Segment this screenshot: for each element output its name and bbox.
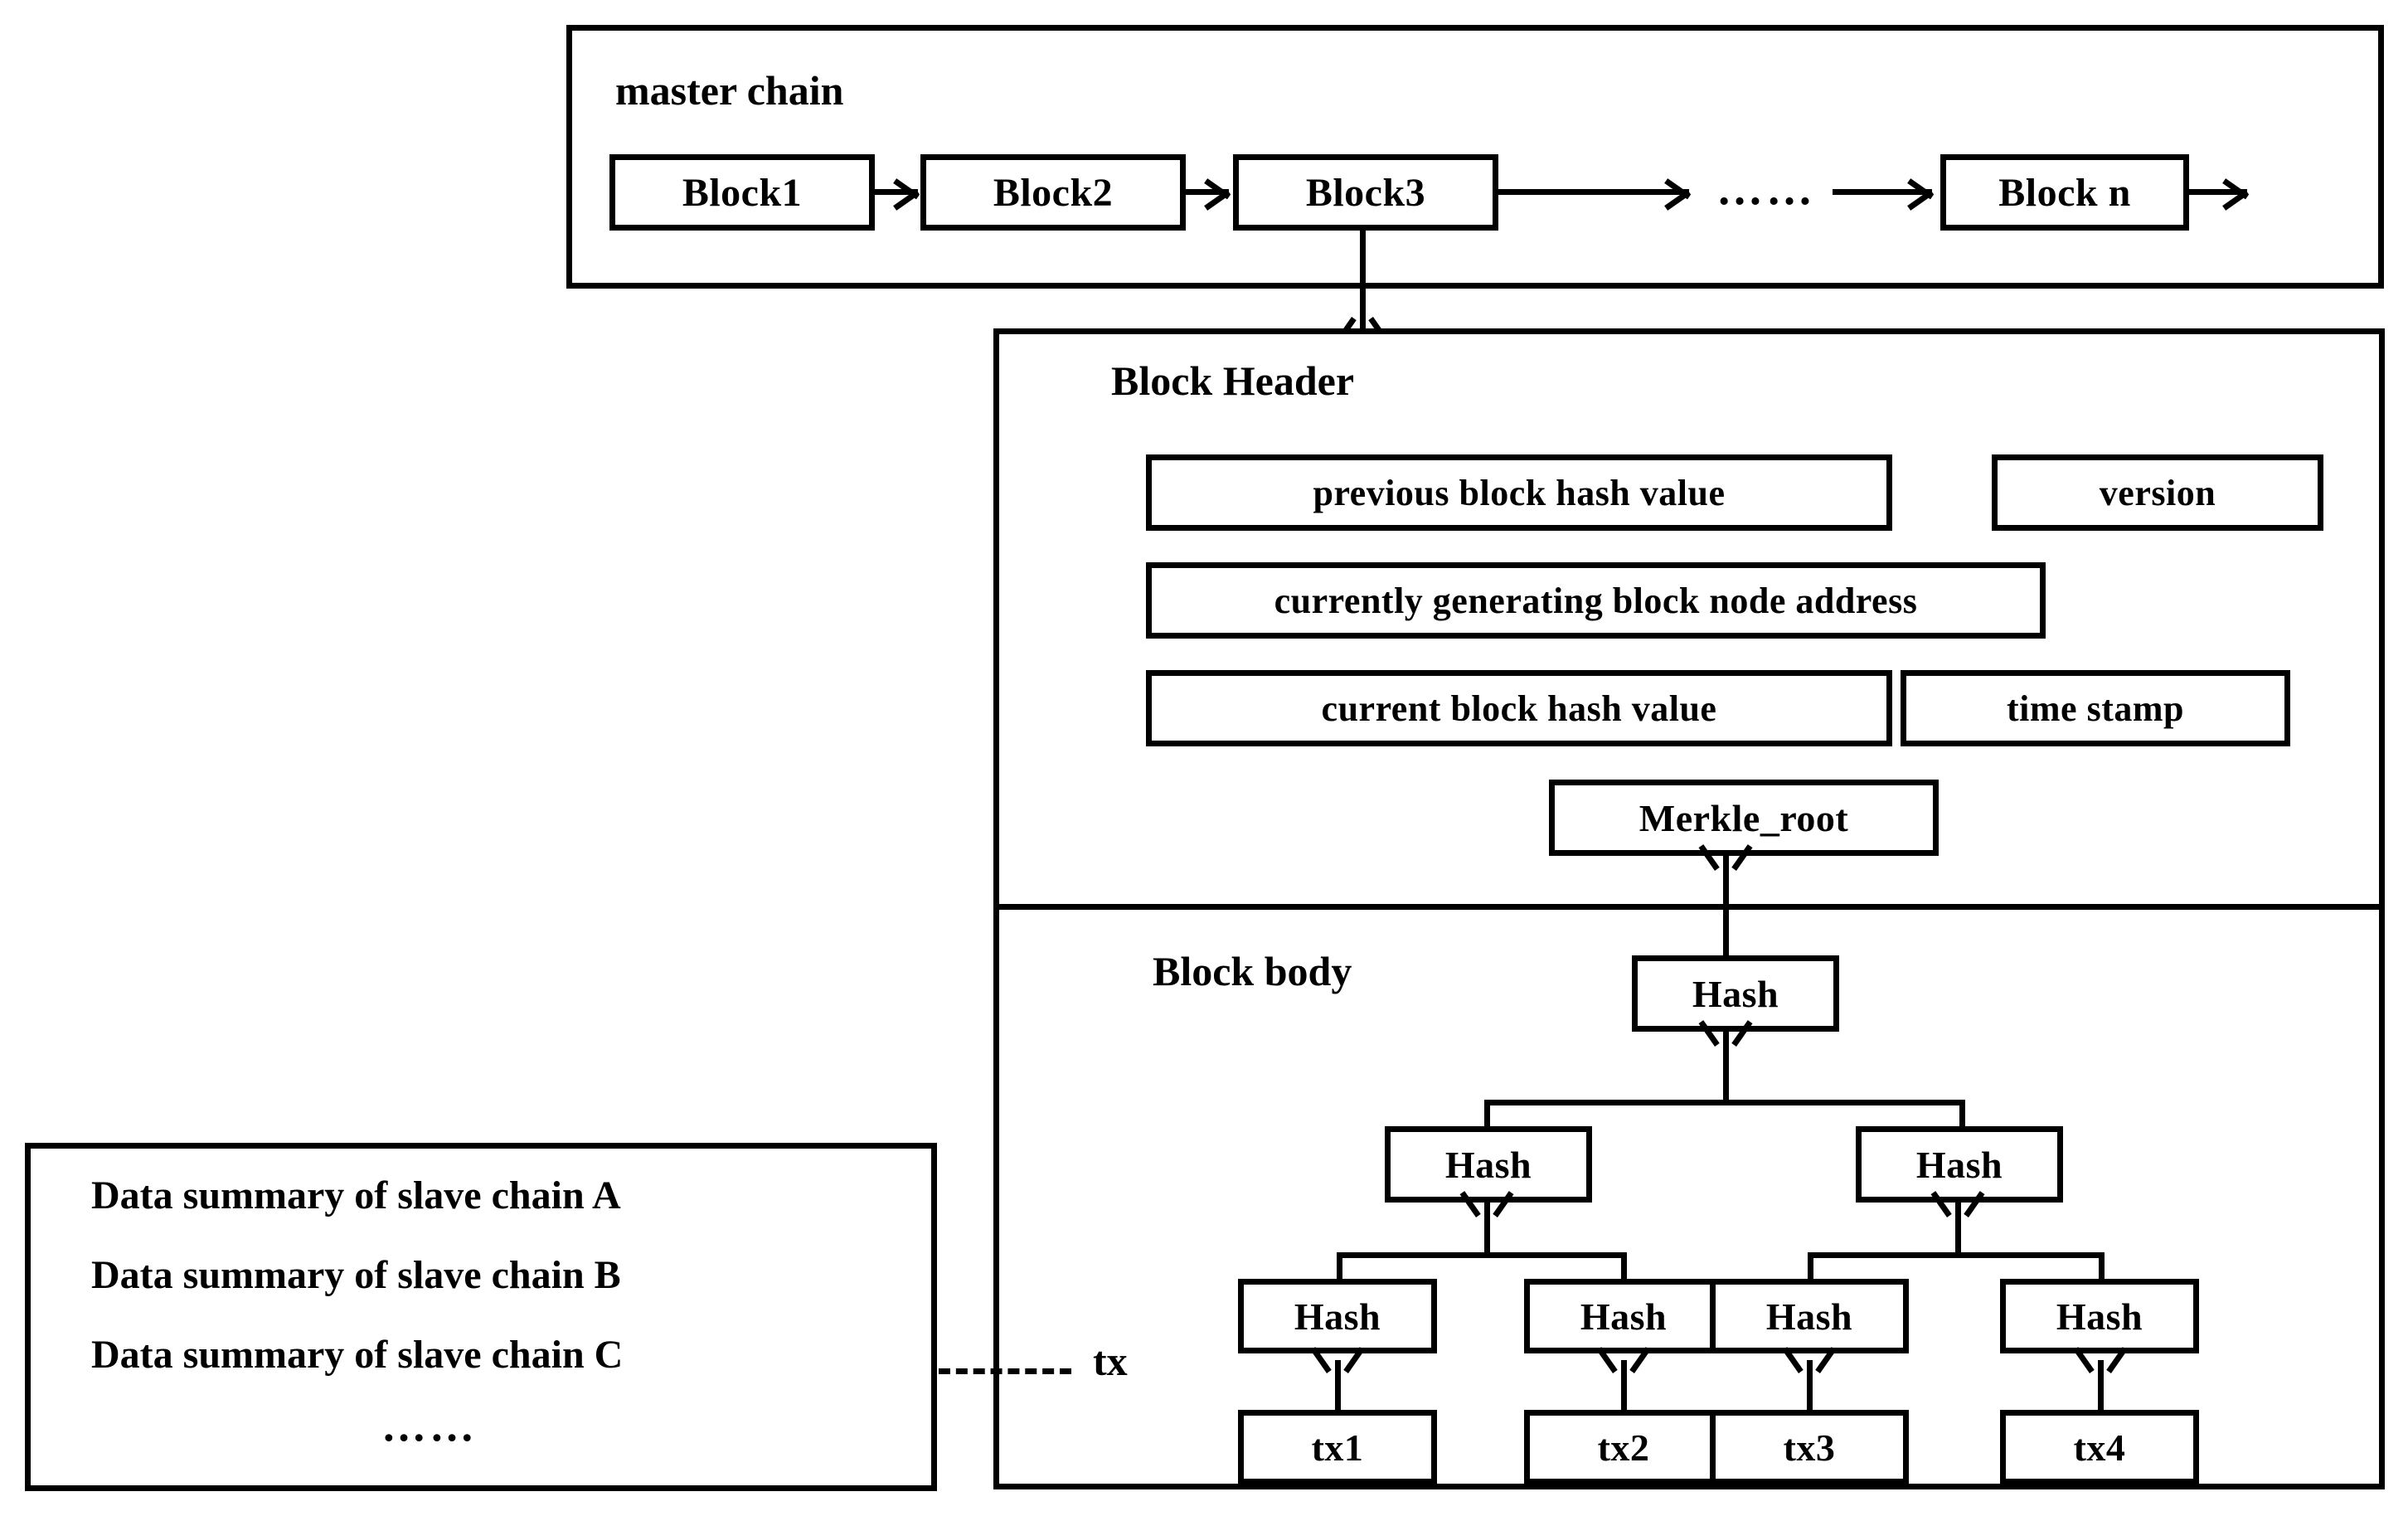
- master-chain-block-1[interactable]: Block1: [609, 154, 875, 231]
- master-chain-label: master chain: [615, 67, 844, 114]
- dashed-connector-summary-to-tx: [939, 1368, 1071, 1374]
- branch-level3-c: [1808, 1252, 1813, 1285]
- connector-stem-level2-left: [1484, 1203, 1490, 1257]
- merkle-level2-hash-right[interactable]: Hash: [1856, 1126, 2063, 1203]
- master-chain-ellipsis: ……: [1716, 163, 1816, 215]
- connector-block1-block2: [875, 189, 918, 195]
- master-chain-block-2[interactable]: Block2: [920, 154, 1186, 231]
- field-version[interactable]: version: [1992, 454, 2323, 531]
- slave-summary-line-b: Data summary of slave chain B: [91, 1253, 621, 1297]
- slave-summary-ellipsis: ……: [381, 1401, 478, 1450]
- connector-tx3-to-hash: [1807, 1360, 1813, 1418]
- merkle-level2-hash-left[interactable]: Hash: [1385, 1126, 1592, 1203]
- branch-level2-right: [1959, 1100, 1965, 1133]
- master-chain-block-n[interactable]: Block n: [1940, 154, 2189, 231]
- connector-block2-block3: [1186, 189, 1229, 195]
- bus-level3-left: [1337, 1252, 1627, 1258]
- slave-summary-line-a: Data summary of slave chain A: [91, 1173, 621, 1217]
- transaction-tx3[interactable]: tx3: [1710, 1410, 1909, 1484]
- connector-roothash-to-merkleroot: [1723, 856, 1729, 955]
- transaction-tx2[interactable]: tx2: [1524, 1410, 1723, 1484]
- block-body-label: Block body: [1153, 948, 1352, 994]
- merkle-root-hash-box[interactable]: Hash: [1632, 955, 1839, 1032]
- transaction-tx4[interactable]: tx4: [2000, 1410, 2199, 1484]
- block-header-label: Block Header: [1111, 357, 1355, 404]
- slave-summary-line-c: Data summary of slave chain C: [91, 1333, 624, 1377]
- connector-tx1-to-hash: [1335, 1360, 1341, 1418]
- field-time-stamp[interactable]: time stamp: [1901, 670, 2290, 746]
- tx-connector-label: tx: [1093, 1338, 1128, 1384]
- merkle-level3-hash-1[interactable]: Hash: [1238, 1279, 1437, 1353]
- header-body-divider: [997, 904, 2381, 910]
- connector-block3-ellipsis: [1498, 189, 1689, 195]
- transaction-tx1[interactable]: tx1: [1238, 1410, 1437, 1484]
- connector-stem-level2-right: [1955, 1203, 1961, 1257]
- connector-stem-roothash: [1723, 1032, 1729, 1105]
- field-previous-block-hash-value[interactable]: previous block hash value: [1146, 454, 1892, 531]
- field-current-block-hash-value[interactable]: current block hash value: [1146, 670, 1892, 746]
- slave-chain-summary-container: [25, 1143, 937, 1491]
- bus-level2: [1484, 1100, 1965, 1105]
- merkle-level3-hash-3[interactable]: Hash: [1710, 1279, 1909, 1353]
- master-chain-block-3[interactable]: Block3: [1233, 154, 1498, 231]
- connector-tx4-to-hash: [2098, 1360, 2104, 1418]
- field-merkle-root[interactable]: Merkle_root: [1549, 780, 1939, 856]
- merkle-level3-hash-4[interactable]: Hash: [2000, 1279, 2199, 1353]
- connector-block3-to-blockdetail: [1360, 231, 1366, 332]
- connector-tx2-to-hash: [1621, 1360, 1627, 1418]
- bus-level3-right: [1808, 1252, 2105, 1258]
- merkle-level3-hash-2[interactable]: Hash: [1524, 1279, 1723, 1353]
- branch-level3-d: [2099, 1252, 2105, 1285]
- field-currently-generating-block-node-address[interactable]: currently generating block node address: [1146, 562, 2046, 639]
- connector-ellipsis-blockn: [1833, 189, 1932, 195]
- branch-level3-b: [1621, 1252, 1627, 1285]
- branch-level3-a: [1337, 1252, 1342, 1285]
- branch-level2-left: [1484, 1100, 1490, 1133]
- connector-blockn-out: [2189, 189, 2247, 195]
